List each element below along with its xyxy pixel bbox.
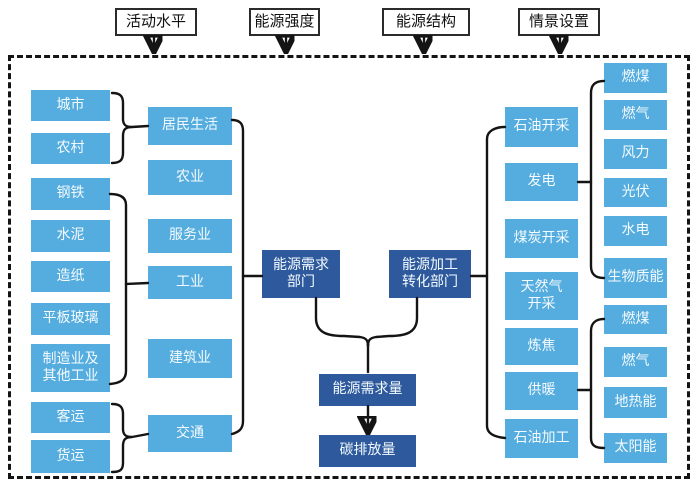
node-photovoltaic-power: 光伏 [604, 178, 667, 207]
node-steel: 钢铁 [31, 178, 110, 210]
dashed-frame [8, 55, 690, 479]
box-energy-structure: 能源结构 [382, 8, 470, 36]
node-coal-heating: 燃煤 [604, 305, 667, 334]
node-oil-processing: 石油加工 [505, 419, 578, 458]
node-oil-extraction: 石油开采 [505, 107, 578, 147]
node-residential-life: 居民生活 [148, 107, 232, 145]
node-papermaking: 造纸 [31, 261, 110, 292]
node-geothermal-heating: 地热能 [604, 387, 667, 418]
node-rural: 农村 [31, 133, 110, 164]
node-services: 服务业 [148, 219, 232, 253]
node-gas-heating: 燃气 [604, 347, 667, 377]
node-coal-mining: 煤炭开采 [505, 219, 578, 258]
box-energy-intensity: 能源强度 [249, 8, 320, 36]
node-energy-transform-sector: 能源加工 转化部门 [389, 250, 471, 298]
node-industry: 工业 [148, 266, 232, 299]
node-passenger-transport: 客运 [31, 402, 110, 433]
node-urban: 城市 [31, 90, 110, 121]
node-transport: 交通 [148, 415, 232, 452]
node-cement: 水泥 [31, 220, 110, 252]
node-hydro-power: 水电 [604, 216, 667, 246]
node-gas-fired-power: 燃气 [604, 100, 667, 130]
node-agriculture: 农业 [148, 160, 232, 195]
node-flat-glass: 平板玻璃 [31, 303, 110, 335]
node-heating: 供暖 [505, 372, 578, 410]
node-energy-demand-total: 能源需求量 [319, 374, 416, 406]
node-construction: 建筑业 [148, 339, 232, 378]
node-manufacturing-other-industry: 制造业及 其他工业 [31, 344, 110, 392]
node-biomass-power: 生物质能 [604, 258, 667, 298]
node-solar-heating: 太阳能 [604, 433, 667, 463]
box-activity-level: 活动水平 [115, 8, 197, 36]
node-power-generation: 发电 [505, 163, 578, 201]
node-coal-fired-power: 燃煤 [604, 63, 667, 93]
node-carbon-emission: 碳排放量 [319, 435, 416, 467]
node-wind-power: 风力 [604, 139, 667, 169]
box-scenario-settings: 情景设置 [518, 8, 600, 36]
node-natural-gas-extraction: 天然气 开采 [505, 272, 578, 320]
node-coking: 炼焦 [505, 328, 578, 365]
node-freight-transport: 货运 [31, 440, 110, 473]
node-energy-demand-sector: 能源需求 部门 [262, 250, 340, 298]
